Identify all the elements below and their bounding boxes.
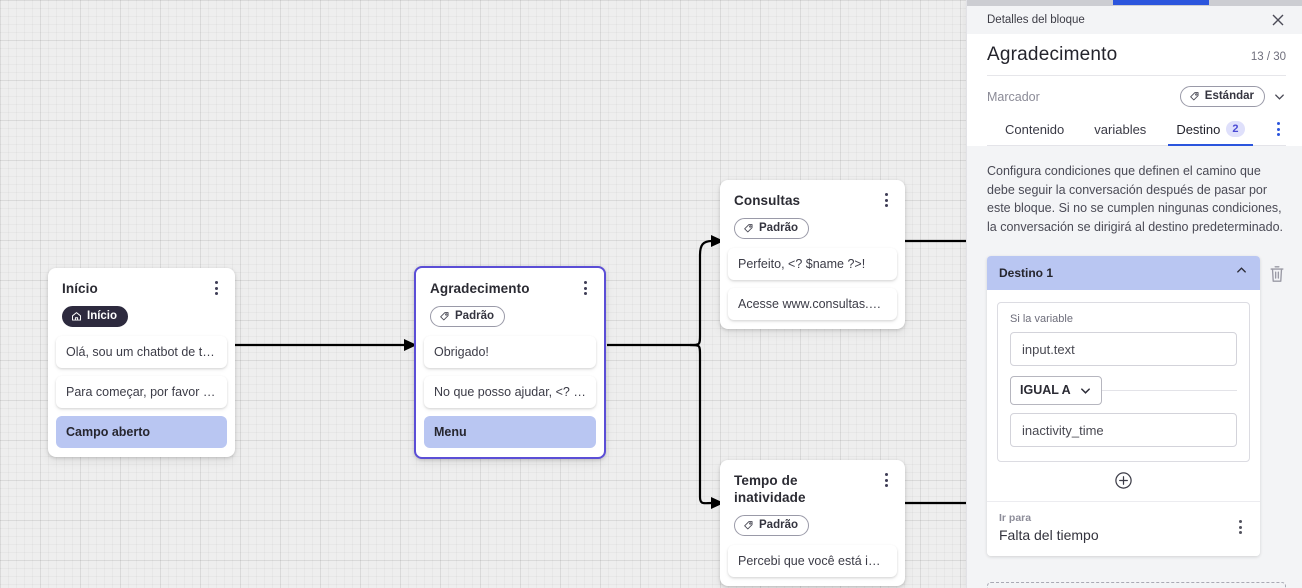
node-message-highlighted[interactable]: Campo aberto xyxy=(56,416,227,448)
home-icon xyxy=(72,312,81,321)
goto-value[interactable]: Falta del tiempo xyxy=(999,527,1099,543)
marker-row: Marcador Estándar xyxy=(987,76,1286,115)
node-message[interactable]: No que posso ajudar, <? $name ... xyxy=(424,376,596,408)
node-title: Agradecimento xyxy=(430,281,530,296)
close-icon[interactable] xyxy=(1268,10,1288,30)
add-condition-row xyxy=(997,462,1250,501)
tag-icon xyxy=(744,224,753,233)
marker-label: Marcador xyxy=(987,89,1040,104)
node-tag-row: Padrão xyxy=(734,218,893,239)
tab-label: variables xyxy=(1094,122,1147,137)
panel-header-title: Detalles del bloque xyxy=(987,14,1085,26)
condition-area: Si la variable input.text IGUAL A inacti… xyxy=(987,290,1260,501)
tab-destino[interactable]: Destino 2 xyxy=(1168,115,1253,146)
node-title: Tempo de inatividade xyxy=(734,473,806,505)
panel-tabs: Contenido variables Destino 2 xyxy=(987,115,1286,146)
panel-title-section: Agradecimento 13 / 30 Marcador Estándar … xyxy=(967,34,1302,146)
node-header: Consultas Padrão xyxy=(720,180,905,248)
node-title: Consultas xyxy=(734,193,801,208)
node-header: Agradecimento Padrão xyxy=(416,268,604,336)
node-tag-badge[interactable]: Início xyxy=(62,306,129,327)
node-menu-button[interactable] xyxy=(878,471,894,489)
node-tag-row: Padrão xyxy=(430,306,592,327)
goto-menu-button[interactable] xyxy=(1232,518,1248,536)
tabs-overflow-menu-button[interactable] xyxy=(1270,120,1286,138)
flow-node-inatividade[interactable]: Tempo de inatividade Padrão Percebi que … xyxy=(720,460,905,586)
node-tag-label: Padrão xyxy=(759,519,798,531)
char-counter: 13 / 30 xyxy=(1250,51,1286,63)
node-tag-label: Padrão xyxy=(455,310,494,322)
tab-label: Destino xyxy=(1176,121,1221,137)
tab-label: Contenido xyxy=(1005,122,1065,137)
node-messages: Olá, sou um chatbot de teste! Para começ… xyxy=(48,336,235,457)
comparison-value-input[interactable]: inactivity_time xyxy=(1010,413,1237,447)
flow-node-agradecimento[interactable]: Agradecimento Padrão Obrigado! No que po… xyxy=(414,266,606,459)
page-title: Agradecimento xyxy=(987,44,1118,65)
block-details-panel: Detalles del bloque Agradecimento 13 / 3… xyxy=(966,0,1302,588)
panel-horizontal-scrollbar[interactable] xyxy=(967,0,1302,6)
node-messages: Obrigado! No que posso ajudar, <? $name … xyxy=(416,336,604,457)
node-title: Início xyxy=(62,281,98,296)
operator-label: IGUAL A xyxy=(1020,383,1071,397)
node-tag-label: Padrão xyxy=(759,222,798,234)
tag-icon xyxy=(440,312,449,321)
marker-value-chip[interactable]: Estándar xyxy=(1179,86,1265,107)
node-menu-button[interactable] xyxy=(577,279,593,297)
flow-node-inicio[interactable]: Início Início Olá, sou um chatbot de tes… xyxy=(48,268,235,457)
node-message-highlighted[interactable]: Menu xyxy=(424,416,596,448)
tab-contenido[interactable]: Contenido xyxy=(1003,116,1066,145)
block-title-row: Agradecimento 13 / 30 xyxy=(987,44,1286,76)
node-tag-badge[interactable]: Padrão xyxy=(734,218,809,239)
tag-icon xyxy=(744,521,753,530)
node-tag-badge[interactable]: Padrão xyxy=(734,515,809,536)
node-header: Tempo de inatividade Padrão xyxy=(720,460,905,545)
operator-row: IGUAL A xyxy=(1010,375,1237,405)
node-header: Início Início xyxy=(48,268,235,336)
destination-card: Destino 1 Si la variable input.text IGUA… xyxy=(987,256,1260,556)
node-tag-badge[interactable]: Padrão xyxy=(430,306,505,327)
variable-input[interactable]: input.text xyxy=(1010,332,1237,366)
flow-node-consultas[interactable]: Consultas Padrão Perfeito, <? $name ?>! … xyxy=(720,180,905,329)
node-message[interactable]: Percebi que você está inativo. C... xyxy=(728,545,897,577)
goto-label: Ir para xyxy=(999,512,1032,524)
panel-header: Detalles del bloque xyxy=(967,6,1302,34)
node-message[interactable]: Perfeito, <? $name ?>! xyxy=(728,248,897,280)
destination-description: Configura condiciones que definen el cam… xyxy=(987,164,1283,234)
plus-circle-icon[interactable] xyxy=(1114,471,1133,490)
goto-section: Ir para Falta del tiempo xyxy=(987,501,1260,556)
chevron-down-icon xyxy=(1080,387,1090,394)
flow-canvas[interactable]: Início Início Olá, sou um chatbot de tes… xyxy=(0,0,966,588)
panel-content: Configura condiciones que definen el cam… xyxy=(967,146,1302,588)
node-message[interactable]: Obrigado! xyxy=(424,336,596,368)
node-message[interactable]: Olá, sou um chatbot de teste! xyxy=(56,336,227,368)
scrollbar-thumb[interactable] xyxy=(1113,0,1209,5)
condition-label: Si la variable xyxy=(1010,313,1073,325)
marker-value-label: Estándar xyxy=(1204,90,1254,102)
node-menu-button[interactable] xyxy=(878,191,894,209)
node-tag-label: Início xyxy=(87,310,118,322)
tag-icon xyxy=(1189,92,1199,101)
operator-select[interactable]: IGUAL A xyxy=(1010,375,1102,405)
node-messages: Perfeito, <? $name ?>! Acesse www.consul… xyxy=(720,248,905,329)
trash-icon[interactable] xyxy=(1268,264,1286,284)
status-badge: 2 xyxy=(1226,121,1245,137)
node-messages: Percebi que você está inativo. C... xyxy=(720,545,905,586)
node-tag-row: Padrão xyxy=(734,515,893,536)
node-menu-button[interactable] xyxy=(208,279,224,297)
chevron-up-icon[interactable] xyxy=(1235,264,1248,282)
node-tag-row: Início xyxy=(62,306,223,327)
destination-header[interactable]: Destino 1 xyxy=(987,256,1260,290)
chevron-down-icon[interactable] xyxy=(1273,90,1286,103)
node-message[interactable]: Para começar, por favor digite o ... xyxy=(56,376,227,408)
node-message[interactable]: Acesse www.consultas.com par... xyxy=(728,288,897,320)
add-destination-button[interactable]: Agregar destino xyxy=(987,582,1286,588)
destination-label: Destino 1 xyxy=(999,266,1054,280)
tab-variables[interactable]: variables xyxy=(1092,116,1148,145)
destination-block: Destino 1 Si la variable input.text IGUA… xyxy=(987,256,1286,556)
condition-box: Si la variable input.text IGUAL A inacti… xyxy=(997,302,1250,462)
